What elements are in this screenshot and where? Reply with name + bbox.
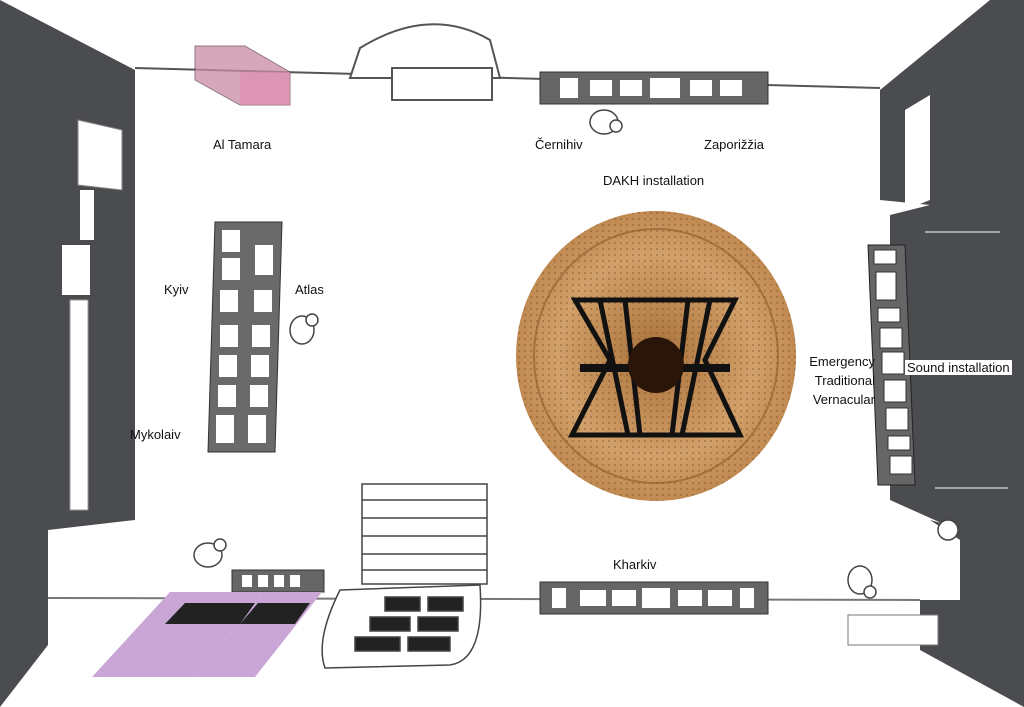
entrance-arch (348, 23, 502, 101)
shelf-kyiv-atlas (207, 221, 283, 453)
label-al-tamara: Al Tamara (213, 137, 272, 152)
label-traditional: Traditional (814, 373, 875, 388)
stairs (321, 483, 488, 669)
label-vernacular: Vernacular (812, 392, 875, 407)
visitor-figures (193, 109, 959, 599)
display-case-top (539, 71, 769, 105)
label-zaporizzia: Zaporižžia (704, 137, 764, 152)
small-case-left (231, 569, 325, 593)
al-tamara-box (194, 45, 291, 106)
left-wall (0, 0, 135, 707)
label-dakh-installation: DAKH installation (603, 173, 705, 188)
floor-panel (847, 614, 939, 646)
floor-mats (92, 592, 322, 677)
display-case-bottom (539, 581, 769, 615)
label-kharkiv: Kharkiv (613, 557, 657, 572)
label-atlas: Atlas (295, 282, 324, 297)
label-chernihiv: Černihiv (535, 137, 583, 152)
label-emergency: Emergency (809, 354, 875, 369)
shelf-emergency (867, 244, 916, 486)
label-sound-installation: Sound installation (905, 360, 1012, 375)
dakh-installation (516, 211, 796, 501)
right-wall (880, 0, 1024, 707)
label-kyiv: Kyiv (164, 282, 189, 297)
label-mykolaiv: Mykolaiv (130, 427, 181, 442)
